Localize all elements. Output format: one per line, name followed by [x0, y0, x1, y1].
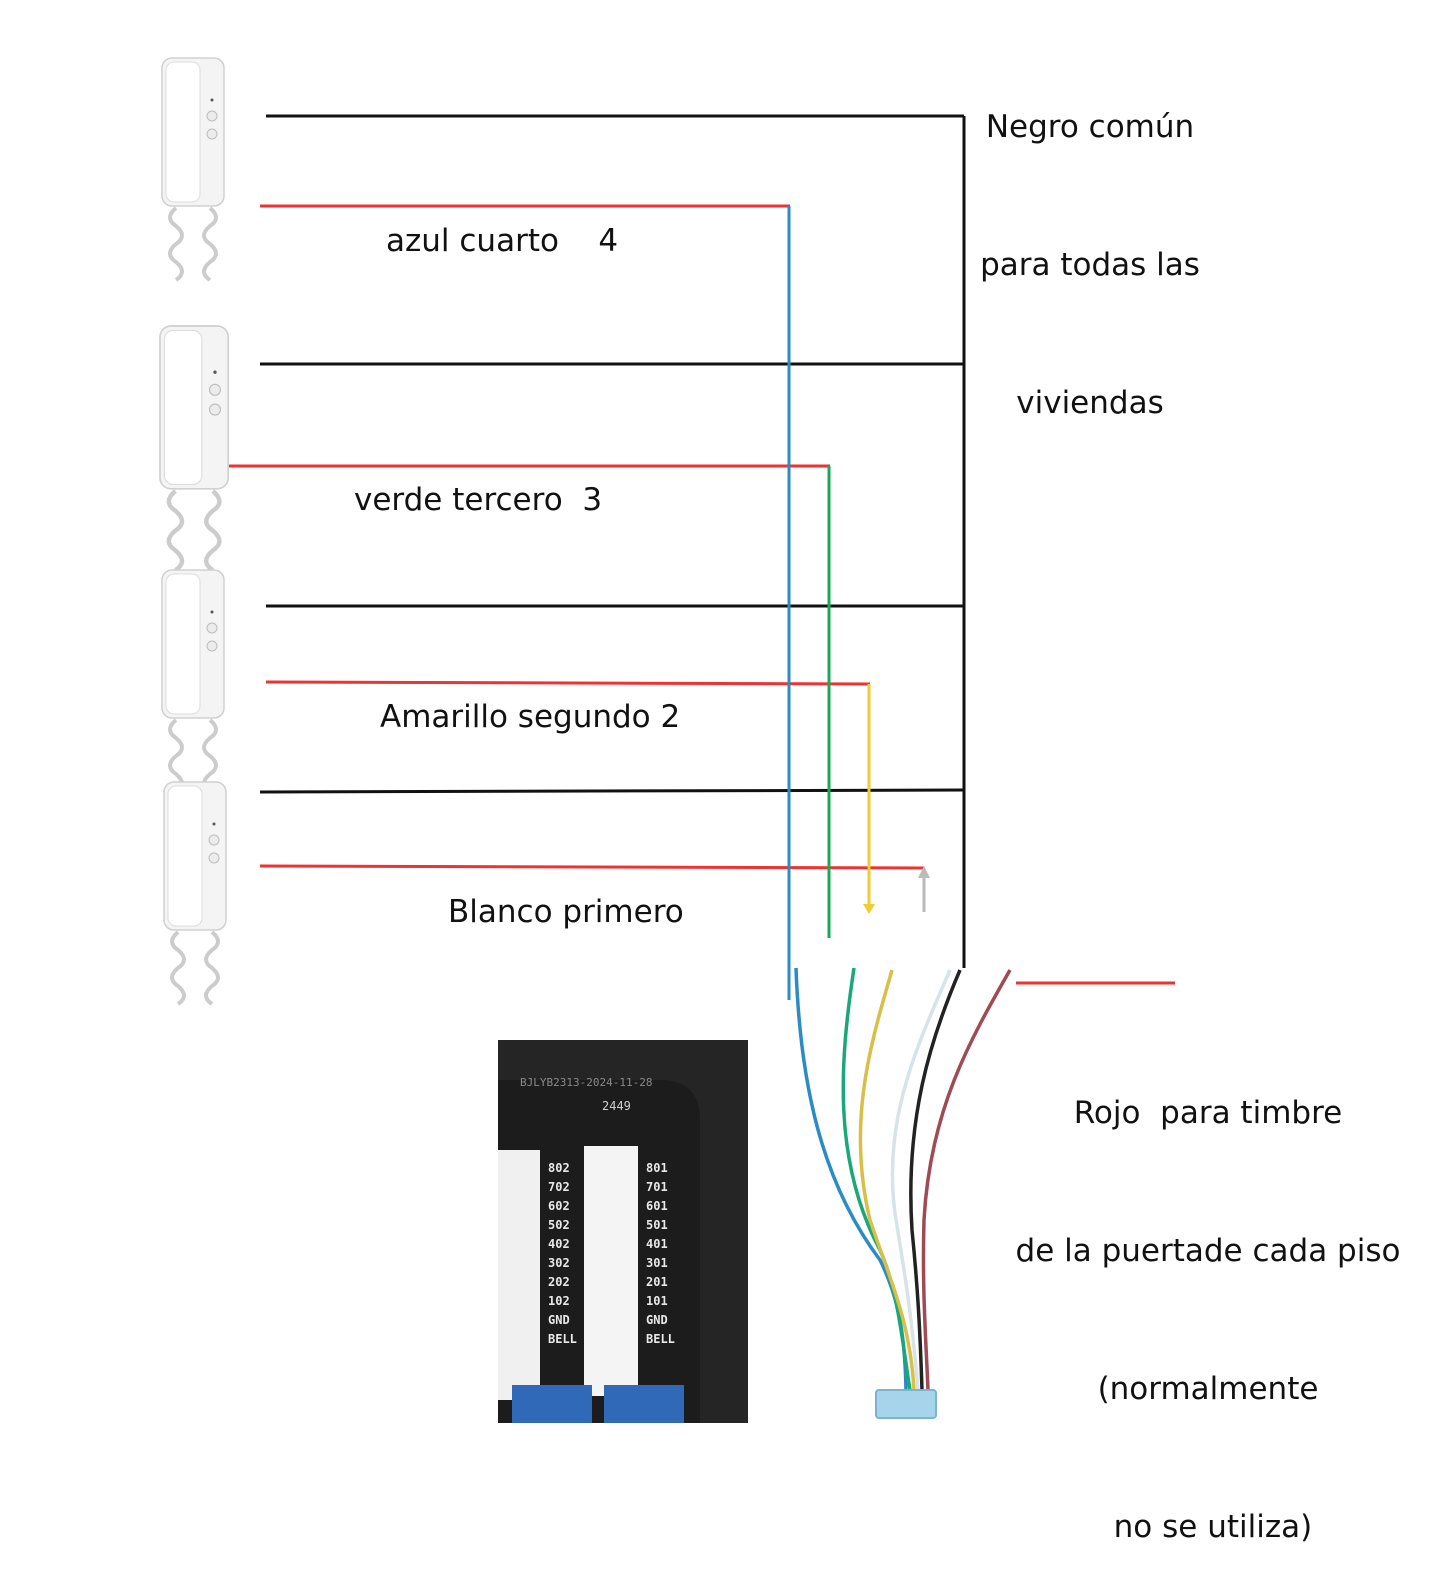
red-wire-floor-1	[259, 864, 925, 870]
terminal-label: 502	[548, 1218, 570, 1232]
note-line: para todas las	[980, 247, 1200, 283]
board-code-text: 2449	[602, 1099, 631, 1113]
intercom-handset-icon	[160, 326, 228, 570]
terminal-label: 801	[646, 1161, 668, 1175]
white-arrow-head	[918, 866, 930, 878]
terminal-label: GND	[548, 1313, 570, 1327]
intercom-handset-icon	[160, 56, 226, 282]
terminal-label: 802	[548, 1161, 570, 1175]
intercom-handset-icon	[160, 568, 226, 794]
cable-bundle	[794, 967, 1012, 1391]
floor-1-label: Blanco primero	[448, 894, 684, 930]
note-line: Negro común	[985, 109, 1195, 145]
terminal-label: 202	[548, 1275, 570, 1289]
terminal-label: BELL	[646, 1332, 675, 1346]
floor-3-label: verde tercero 3	[354, 482, 603, 518]
red-wire-floor-2	[265, 680, 871, 686]
terminal-label: 302	[548, 1256, 570, 1270]
doorbell-wire-note: Rojo para timbre de la puertade cada pis…	[1010, 998, 1406, 1596]
terminal-label: 301	[646, 1256, 668, 1270]
terminal-label: 602	[548, 1199, 570, 1213]
terminal-label: 702	[548, 1180, 570, 1194]
note-line: viviendas	[1016, 385, 1164, 421]
terminal-label: 101	[646, 1294, 668, 1308]
board-header-text: BJLYB2313-2024-11-28	[520, 1076, 652, 1089]
terminal-board	[498, 1040, 748, 1423]
terminal-label: 501	[646, 1218, 668, 1232]
terminal-label: GND	[646, 1313, 668, 1327]
black-wire-floor-1	[259, 788, 965, 794]
yellow-arrow-head	[863, 904, 875, 914]
terminal-label: 401	[646, 1237, 668, 1251]
terminal-label: 102	[548, 1294, 570, 1308]
common-wire-note: Negro común para todas las viviendas	[960, 12, 1220, 472]
floor-4-label: azul cuarto 4	[386, 223, 619, 259]
terminal-label: BELL	[548, 1332, 577, 1346]
intercom-handset-icon	[162, 780, 228, 1006]
note-line: (normalmente	[1097, 1371, 1319, 1407]
floor-2-label: Amarillo segundo 2	[380, 699, 681, 735]
terminal-label: 701	[646, 1180, 668, 1194]
note-line: de la puertade cada piso	[1015, 1233, 1401, 1269]
terminal-label: 601	[646, 1199, 668, 1213]
note-line: Rojo para timbre	[1073, 1095, 1343, 1131]
terminal-label: 201	[646, 1275, 668, 1289]
terminal-label: 402	[548, 1237, 570, 1251]
note-line: no se utiliza)	[1103, 1509, 1313, 1545]
cable-connector	[875, 1389, 937, 1419]
wiring-diagram: BJLYB2313-2024-11-28 2449 802 702 602 502 40…	[0, 56, 1175, 1423]
